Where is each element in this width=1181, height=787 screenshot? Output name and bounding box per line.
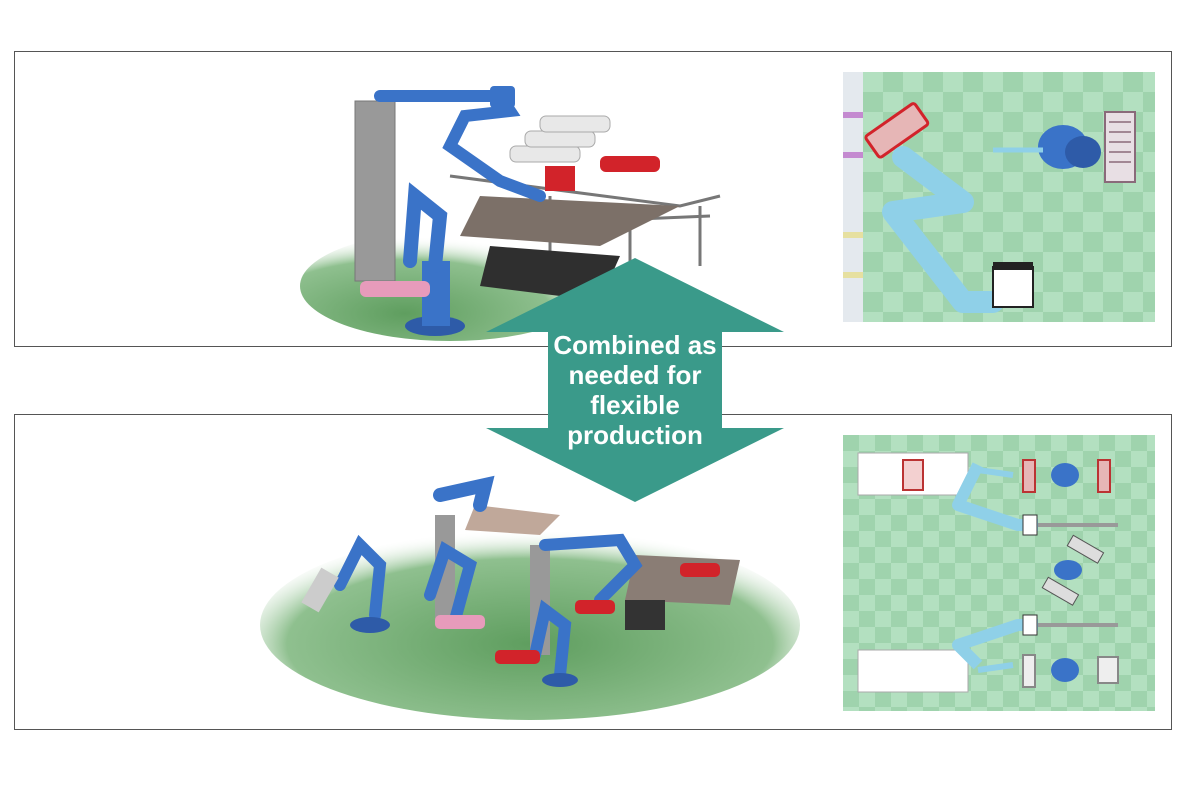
combined-double-arrow: Combined as needed for flexible producti… bbox=[486, 258, 784, 502]
divided-robot-scene-icon bbox=[260, 475, 800, 720]
arrow-caption: Combined as needed for flexible producti… bbox=[486, 330, 784, 450]
arrow-caption-line-3: flexible bbox=[590, 390, 680, 420]
arrow-caption-line-1: Combined as bbox=[553, 330, 717, 360]
single-line-tab: Single-line system bbox=[14, 51, 316, 95]
single-line-title: Single-line system bbox=[28, 59, 231, 87]
single-line-floor-plan-icon bbox=[843, 72, 1155, 322]
divided-system-tab: System divided into separate painting pr… bbox=[14, 414, 487, 458]
divided-system-panel: System divided into separate painting pr… bbox=[14, 414, 1172, 730]
divided-system-title: System divided into separate painting pr… bbox=[28, 424, 456, 447]
divided-floor-plan-icon bbox=[843, 435, 1155, 711]
double-arrow-icon bbox=[486, 258, 784, 502]
arrow-caption-line-4: production bbox=[567, 420, 703, 450]
arrow-caption-line-2: needed for bbox=[568, 360, 702, 390]
